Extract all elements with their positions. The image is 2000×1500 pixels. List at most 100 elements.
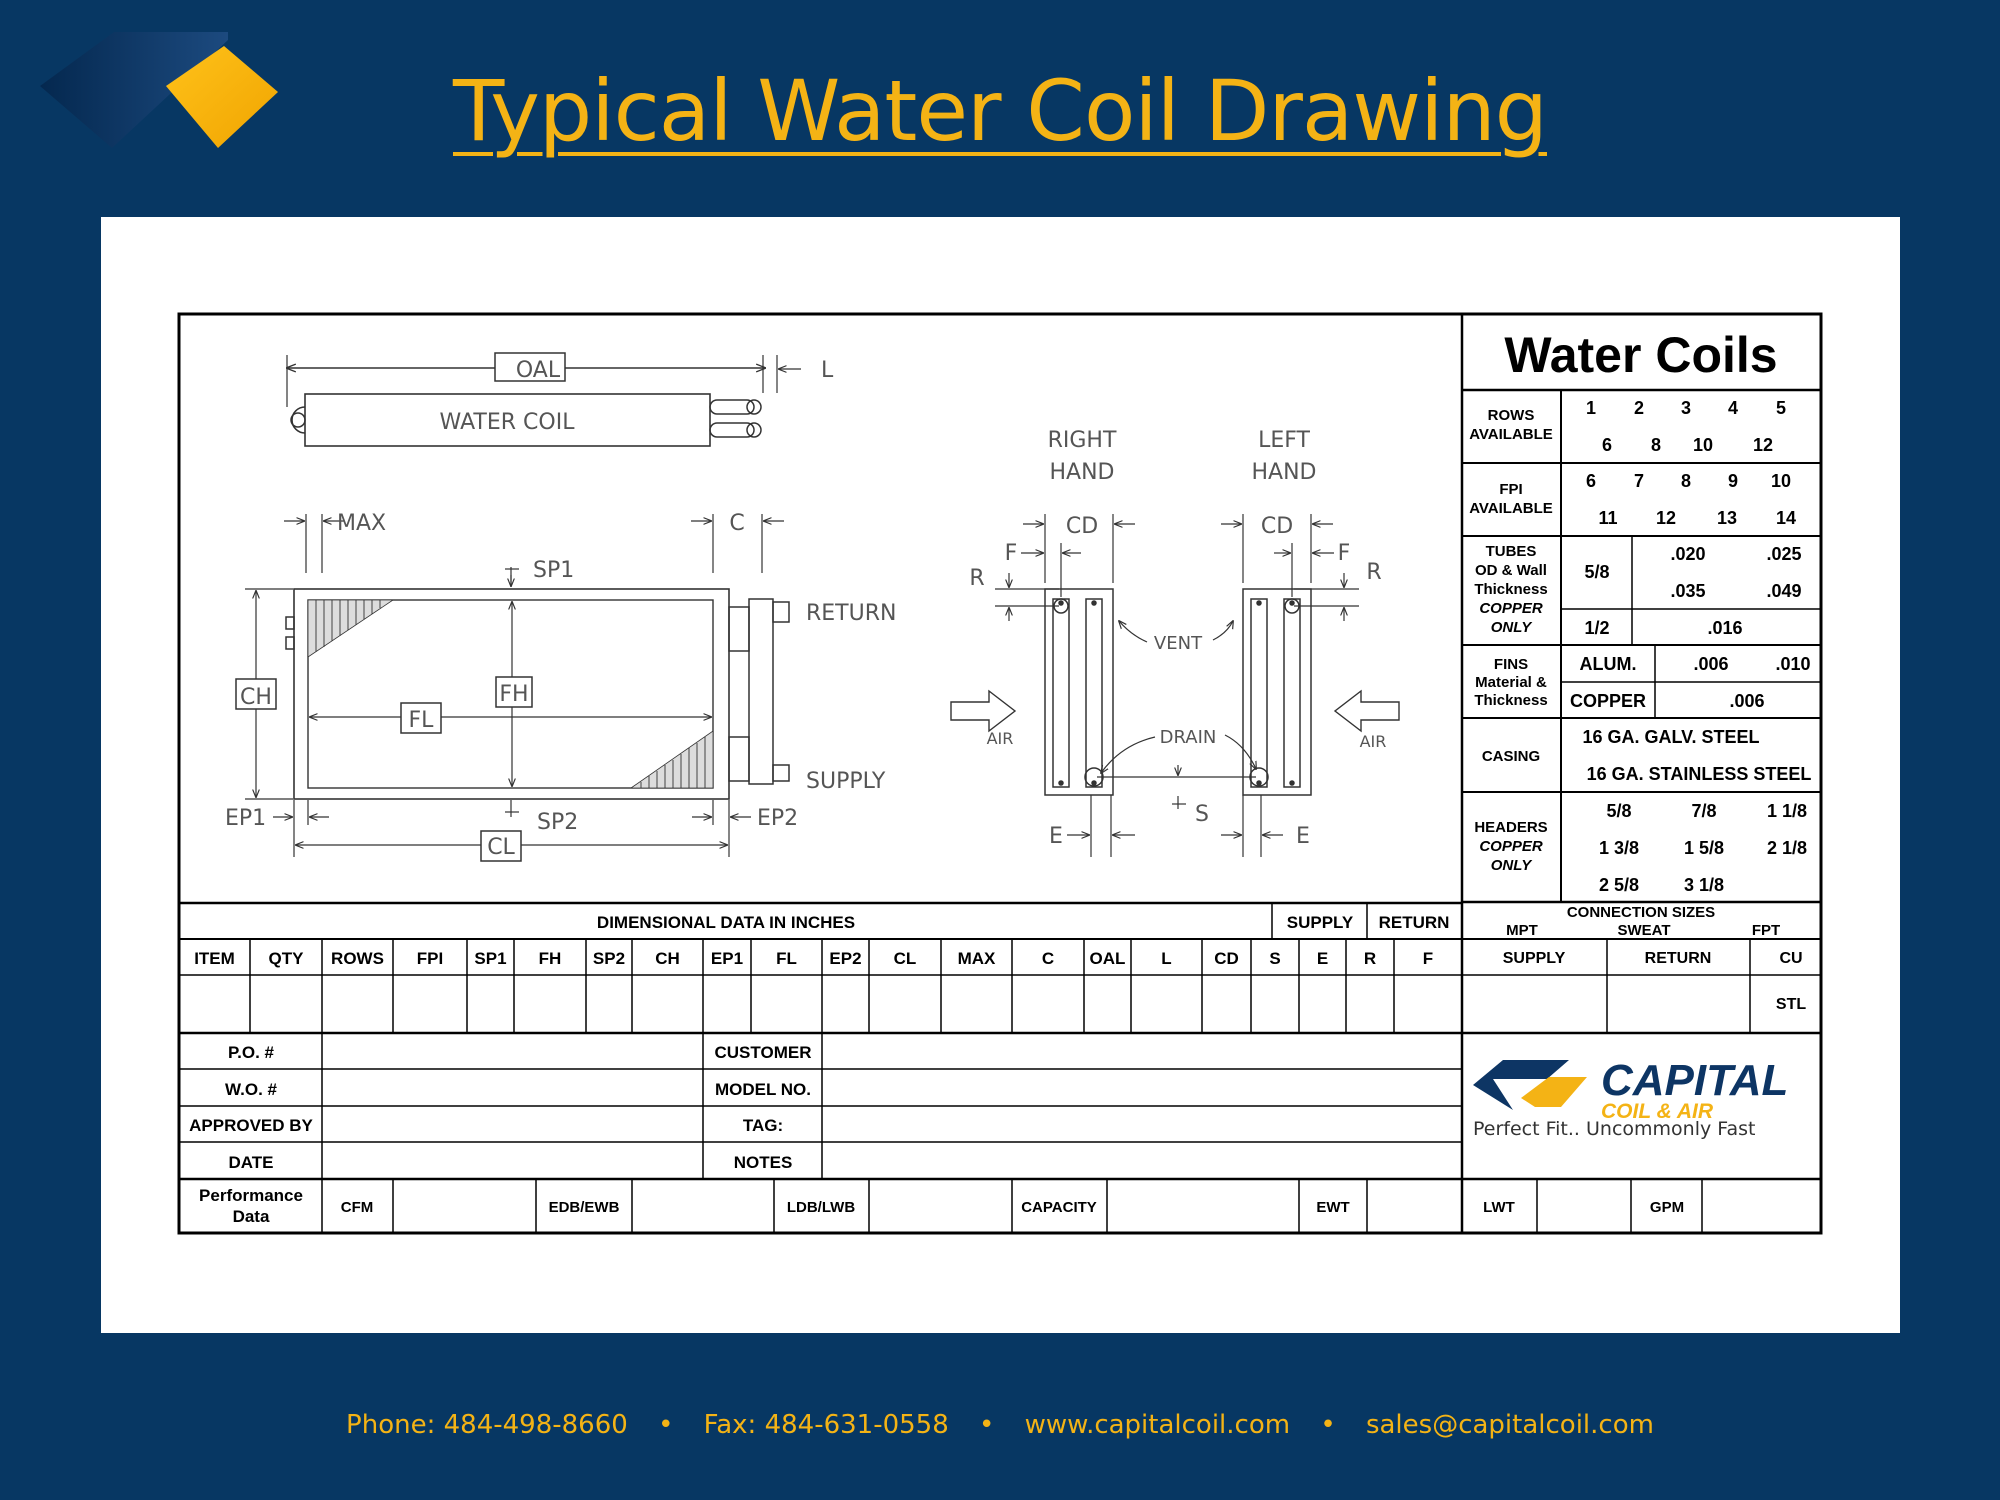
tubes-label-4: COPPER: [1479, 600, 1543, 617]
gpm-label: GPM: [1650, 1199, 1684, 1216]
dimensional-column-header: SP1: [474, 949, 506, 968]
order-info-table: P.O. # W.O. # APPROVED BY DATE CUSTOMER …: [179, 1033, 1821, 1181]
left-hand-label-1: LEFT: [1258, 428, 1310, 453]
dimensional-column-header: EP2: [829, 949, 861, 968]
coil-drawing-svg: OAL L WATER COIL MAX C: [177, 312, 1823, 1235]
dimensional-column-header: MAX: [958, 949, 996, 968]
header-1-3-8: 1 3/8: [1599, 838, 1639, 858]
corner-logo-icon: [40, 32, 278, 148]
connection-return: RETURN: [1645, 950, 1712, 967]
dimensional-column-header: F: [1423, 949, 1433, 968]
left-hand-label-2: HAND: [1252, 460, 1317, 485]
brand-mark-gold-icon: [1521, 1077, 1587, 1107]
fins-label-2: Material &: [1475, 674, 1547, 691]
r-label-right: R: [969, 566, 984, 591]
dimensional-column-header: CL: [894, 949, 917, 968]
rows-1: 1: [1586, 398, 1596, 418]
connection-stl: STL: [1776, 996, 1806, 1013]
air-label-right: AIR: [987, 729, 1014, 748]
ep1-label: EP1: [225, 806, 266, 831]
rows-8: 8: [1651, 435, 1661, 455]
dimensional-data-table: DIMENSIONAL DATA IN INCHES SUPPLY RETURN…: [179, 901, 1821, 1035]
ldb-lwb-label: LDB/LWB: [787, 1199, 855, 1216]
ewt-label: EWT: [1316, 1199, 1349, 1216]
fpi-14: 14: [1776, 508, 1796, 528]
connection-sweat: SWEAT: [1617, 922, 1670, 939]
return-label: RETURN: [806, 601, 896, 626]
tube-wall-016: .016: [1707, 618, 1742, 638]
fpi-6: 6: [1586, 471, 1596, 491]
title-block-frame: [177, 312, 1823, 1235]
footer-website-link[interactable]: www.capitalcoil.com: [1024, 1410, 1291, 1440]
brand-tagline: Perfect Fit.. Uncommonly Fast: [1473, 1118, 1755, 1140]
fpi-9: 9: [1728, 471, 1738, 491]
fins-label-1: FINS: [1494, 656, 1528, 673]
dimensional-column-header: E: [1317, 949, 1328, 968]
f-label-left: F: [1338, 541, 1351, 566]
dimensional-title: DIMENSIONAL DATA IN INCHES: [597, 913, 855, 932]
right-hand-view: [1044, 588, 1114, 796]
fins-label-3: Thickness: [1474, 692, 1547, 709]
ch-label: CH: [240, 685, 272, 710]
dimensional-column-header: QTY: [269, 949, 305, 968]
header-2-1-8: 2 1/8: [1767, 838, 1807, 858]
connection-supply: SUPPLY: [1503, 950, 1566, 967]
dimensional-column-header: FPI: [417, 949, 443, 968]
capital-brand-logo: CAPITAL COIL & AIR Perfect Fit.. Uncommo…: [1473, 1056, 1788, 1140]
dimensional-return: RETURN: [1379, 913, 1450, 932]
fl-label: FL: [409, 708, 435, 733]
fins-alum-010: .010: [1775, 654, 1810, 674]
header-2-5-8: 2 5/8: [1599, 875, 1639, 895]
cd-label-left: CD: [1261, 514, 1293, 539]
water-coils-spec-table: Water Coils ROWS AVAILABLE FPI AVAILABLE…: [1460, 314, 1821, 1233]
e-label-right: E: [1049, 824, 1063, 849]
vent-label: VENT: [1154, 633, 1203, 654]
tube-wall-025: .025: [1766, 544, 1801, 564]
fins-copper-006: .006: [1729, 691, 1764, 711]
connection-cu: CU: [1779, 950, 1802, 967]
fpi-8: 8: [1681, 471, 1691, 491]
footer-email-link[interactable]: sales@capitalcoil.com: [1365, 1410, 1654, 1440]
brand-mark-navy-icon: [1473, 1060, 1569, 1110]
dimensional-column-header: FL: [776, 949, 797, 968]
sp1-label: SP1: [533, 558, 574, 583]
water-coil-label: WATER COIL: [440, 410, 576, 435]
performance-label-1: Performance: [199, 1186, 303, 1205]
dimensional-column-header: OAL: [1090, 949, 1126, 968]
brand-name: CAPITAL: [1601, 1056, 1788, 1105]
fh-label: FH: [499, 682, 528, 707]
performance-label-2: Data: [233, 1207, 270, 1226]
fpi-label-1: FPI: [1499, 481, 1522, 498]
fpi-12: 12: [1656, 508, 1676, 528]
performance-data-row: Performance Data CFM EDB/EWB LDB/LWB CAP…: [199, 1179, 1703, 1233]
tube-wall-035: .035: [1670, 581, 1705, 601]
dimensional-column-header: C: [1042, 949, 1054, 968]
dimensional-column-header: L: [1161, 949, 1171, 968]
fins-alum: ALUM.: [1580, 654, 1637, 674]
rows-label-2: AVAILABLE: [1469, 426, 1553, 443]
connection-sizes-title: CONNECTION SIZES: [1567, 904, 1715, 921]
contact-footer: Phone: 484-498-8660 • Fax: 484-631-0558 …: [0, 1410, 2000, 1440]
sp2-label: SP2: [537, 810, 578, 835]
l-label: L: [821, 358, 834, 383]
rows-6: 6: [1602, 435, 1612, 455]
rows-2: 2: [1634, 398, 1644, 418]
approved-by-label: APPROVED BY: [189, 1116, 313, 1135]
air-arrow-left-icon: [1333, 689, 1400, 733]
dimensional-column-header: CH: [655, 949, 680, 968]
lwt-label: LWT: [1483, 1199, 1515, 1216]
ep2-label: EP2: [757, 806, 798, 831]
model-no-label: MODEL NO.: [715, 1080, 811, 1099]
rows-3: 3: [1681, 398, 1691, 418]
tubes-label-2: OD & Wall: [1475, 562, 1547, 579]
air-arrow-right-icon: [950, 689, 1017, 733]
rows-10: 10: [1693, 435, 1713, 455]
footer-separator: •: [979, 1410, 995, 1440]
customer-label: CUSTOMER: [715, 1043, 812, 1062]
spec-title: Water Coils: [1504, 327, 1777, 383]
tubes-label-3: Thickness: [1474, 581, 1547, 598]
water-coil-top-view: [304, 393, 711, 447]
tube-wall-049: .049: [1766, 581, 1801, 601]
fpi-10: 10: [1771, 471, 1791, 491]
dimensional-column-header: R: [1364, 949, 1376, 968]
